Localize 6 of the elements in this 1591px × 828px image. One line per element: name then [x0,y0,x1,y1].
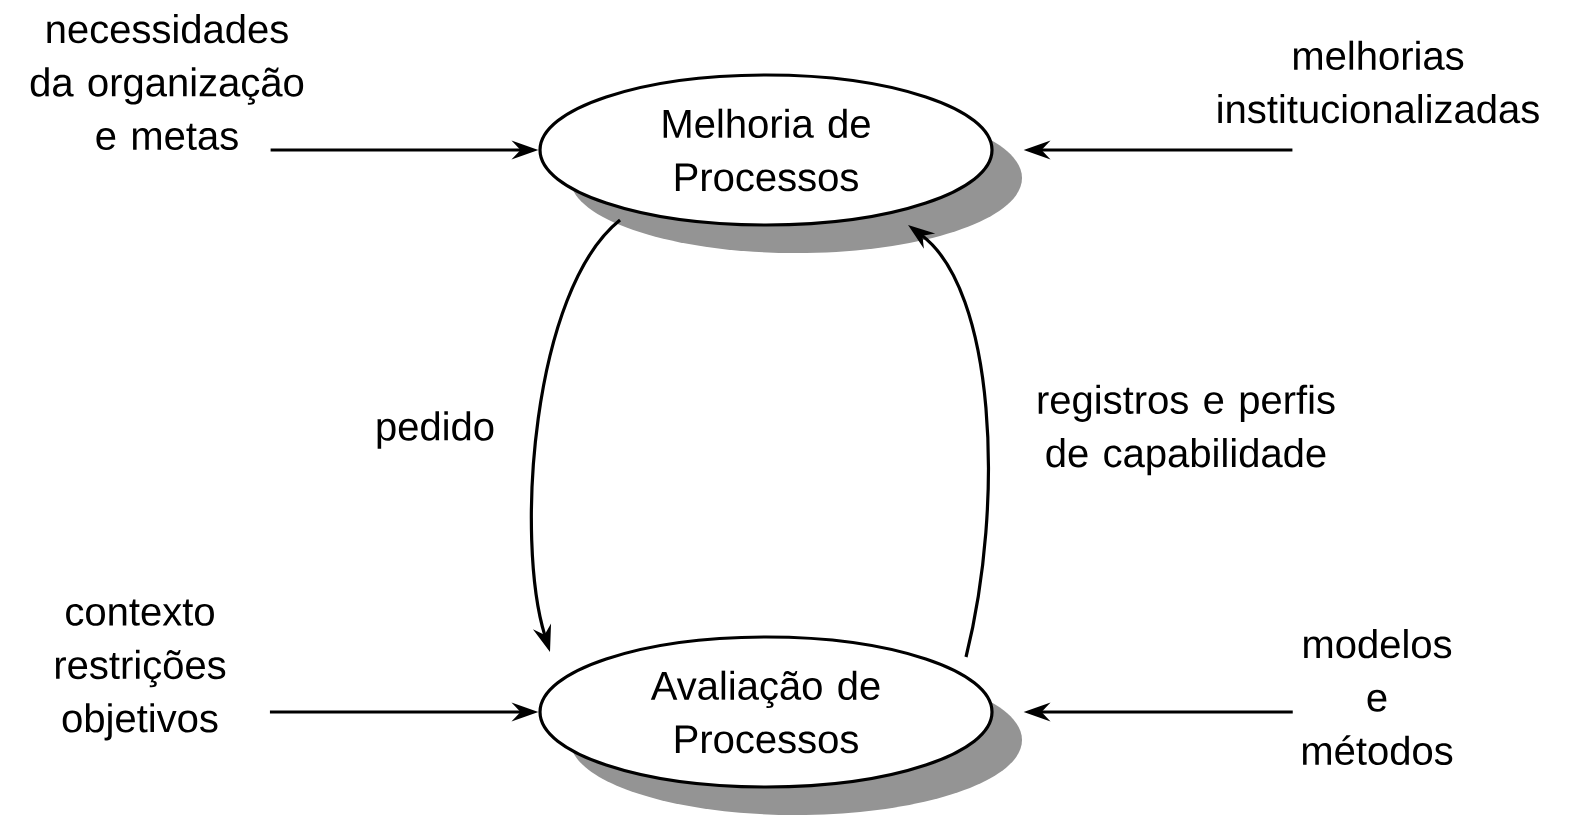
input-label: modelos e métodos [1302,629,1453,766]
input-label: contexto restrições objetivos [55,599,226,741]
edge-label: pedido [377,411,494,449]
edge-label: registros e perfis de capabilidade [1038,384,1335,476]
input-label: necessidades da organização e metas [30,14,304,151]
input-label: melhorias institucionalizadas [1218,40,1539,124]
